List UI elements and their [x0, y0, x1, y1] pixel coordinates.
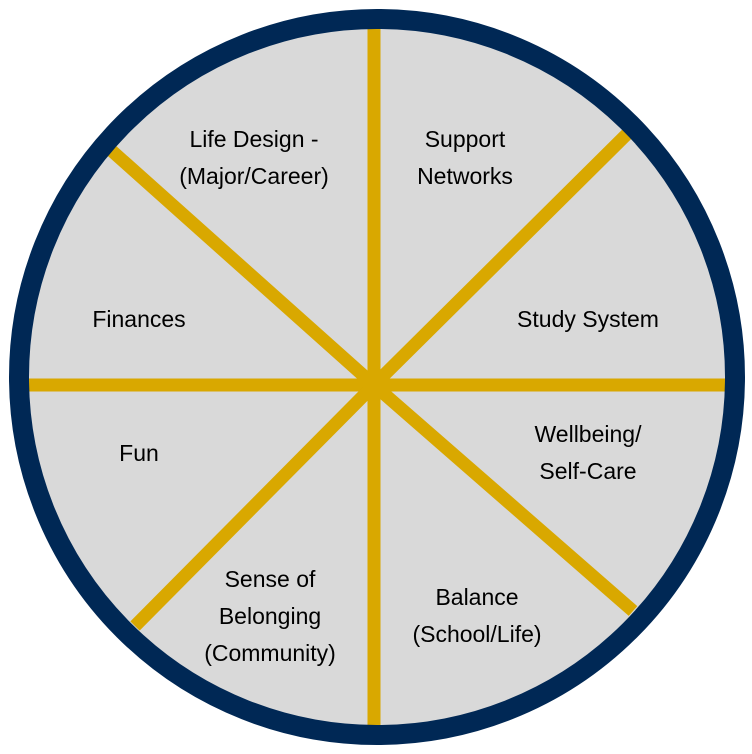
segment-wellbeing-line2: Self-Care [539, 458, 637, 484]
segment-wellbeing-line1: Wellbeing/ [534, 421, 642, 447]
wheel-outer-ring [9, 9, 745, 745]
segment-wellbeing: Wellbeing/ Self-Care [535, 416, 642, 490]
segment-balance-line1: Balance [435, 584, 519, 610]
segment-sense-of-belonging-line1: Sense of [224, 566, 316, 592]
segment-support-networks: Support Networks [417, 121, 513, 195]
segment-life-design: Life Design - (Major/Career) [179, 121, 329, 195]
segment-finances-line1: Finances [92, 306, 186, 332]
spoke-diagonal-bottom-left [130, 380, 379, 631]
segment-balance-line2: (School/Life) [412, 621, 542, 647]
segment-sense-of-belonging: Sense of Belonging (Community) [204, 561, 336, 672]
segment-life-design-line2: (Major/Career) [179, 163, 329, 189]
segment-life-design-line1: Life Design - [189, 126, 319, 152]
spoke-diagonal-top-left [107, 146, 379, 390]
segment-sense-of-belonging-line3: (Community) [204, 640, 336, 666]
segment-study-system-line1: Study System [517, 306, 659, 332]
spoke-diagonal-bottom-right [369, 380, 638, 616]
spoke-diagonal-top-right [369, 128, 633, 390]
segment-finances: Finances [92, 301, 185, 338]
wheel-spokes [27, 27, 727, 725]
segment-fun: Fun [119, 435, 159, 472]
segment-support-networks-line2: Networks [417, 163, 513, 189]
segment-sense-of-belonging-line2: Belonging [218, 603, 322, 629]
segment-study-system: Study System [517, 301, 659, 338]
segment-fun-line1: Fun [119, 440, 159, 466]
segment-support-networks-line1: Support [424, 126, 506, 152]
segment-balance: Balance (School/Life) [412, 579, 541, 653]
